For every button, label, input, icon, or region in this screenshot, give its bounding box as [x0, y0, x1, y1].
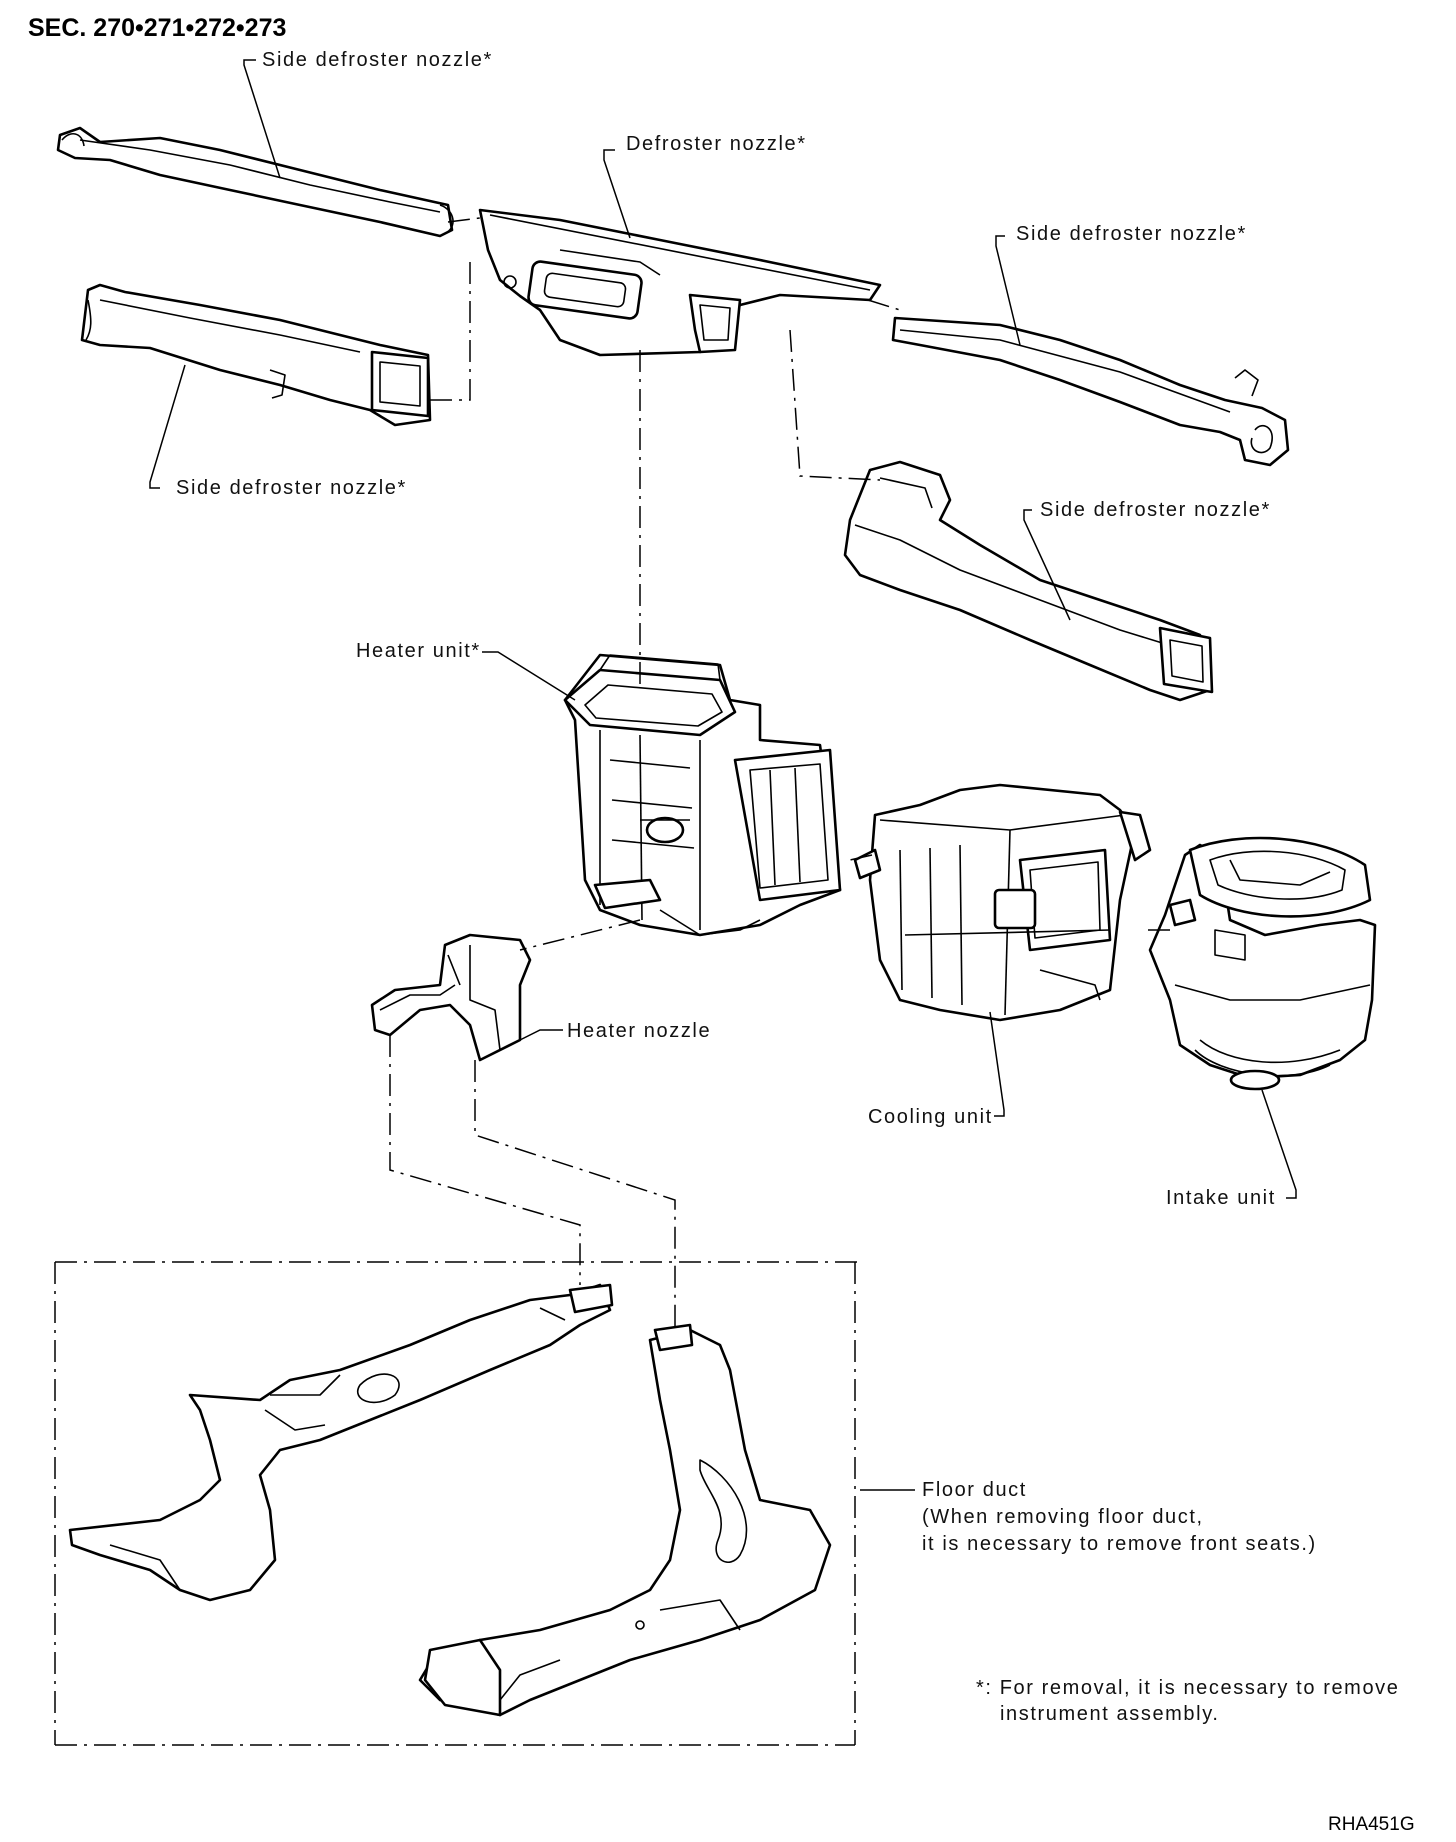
heater-unit — [563, 653, 842, 937]
heater-nozzle — [370, 933, 532, 1062]
label-heater-nozzle: Heater nozzle — [567, 1020, 711, 1042]
floor-duct-right — [418, 1323, 832, 1717]
label-side-defroster-nozzle-top-right: Side defroster nozzle* — [1016, 223, 1247, 245]
section-title: SEC. 270•271•272•273 — [28, 14, 286, 42]
label-side-defroster-nozzle-right-lower: Side defroster nozzle* — [1040, 499, 1271, 521]
side-defroster-nozzle-left-lower — [80, 283, 432, 427]
floor-duct-frame — [54, 1261, 860, 1746]
label-intake-unit: Intake unit — [1166, 1187, 1276, 1209]
floor-duct-left — [68, 1283, 614, 1602]
side-defroster-nozzle-top-left — [56, 126, 454, 238]
leader-lines — [149, 59, 1297, 1491]
intake-unit — [1148, 836, 1377, 1091]
footnote-line-1: *: For removal, it is necessary to remov… — [976, 1677, 1400, 1699]
side-defroster-nozzle-top-right — [891, 316, 1290, 467]
label-side-defroster-nozzle-top-left: Side defroster nozzle* — [262, 49, 493, 71]
label-defroster-nozzle: Defroster nozzle* — [626, 133, 807, 155]
defroster-nozzle — [478, 208, 882, 357]
label-floor-duct-note-2: it is necessary to remove front seats.) — [922, 1533, 1317, 1555]
label-side-defroster-nozzle-left-lower: Side defroster nozzle* — [176, 477, 407, 499]
label-heater-unit: Heater unit* — [356, 640, 481, 662]
label-cooling-unit: Cooling unit — [868, 1106, 993, 1128]
label-floor-duct: Floor duct — [922, 1479, 1027, 1501]
connection-lines — [389, 217, 1170, 1330]
label-floor-duct-note-1: (When removing floor duct, — [922, 1506, 1204, 1528]
cooling-unit — [853, 783, 1152, 1022]
figure-code: RHA451G — [1328, 1814, 1415, 1835]
footnote-line-2: instrument assembly. — [1000, 1703, 1219, 1725]
side-defroster-nozzle-right-lower — [843, 460, 1214, 702]
